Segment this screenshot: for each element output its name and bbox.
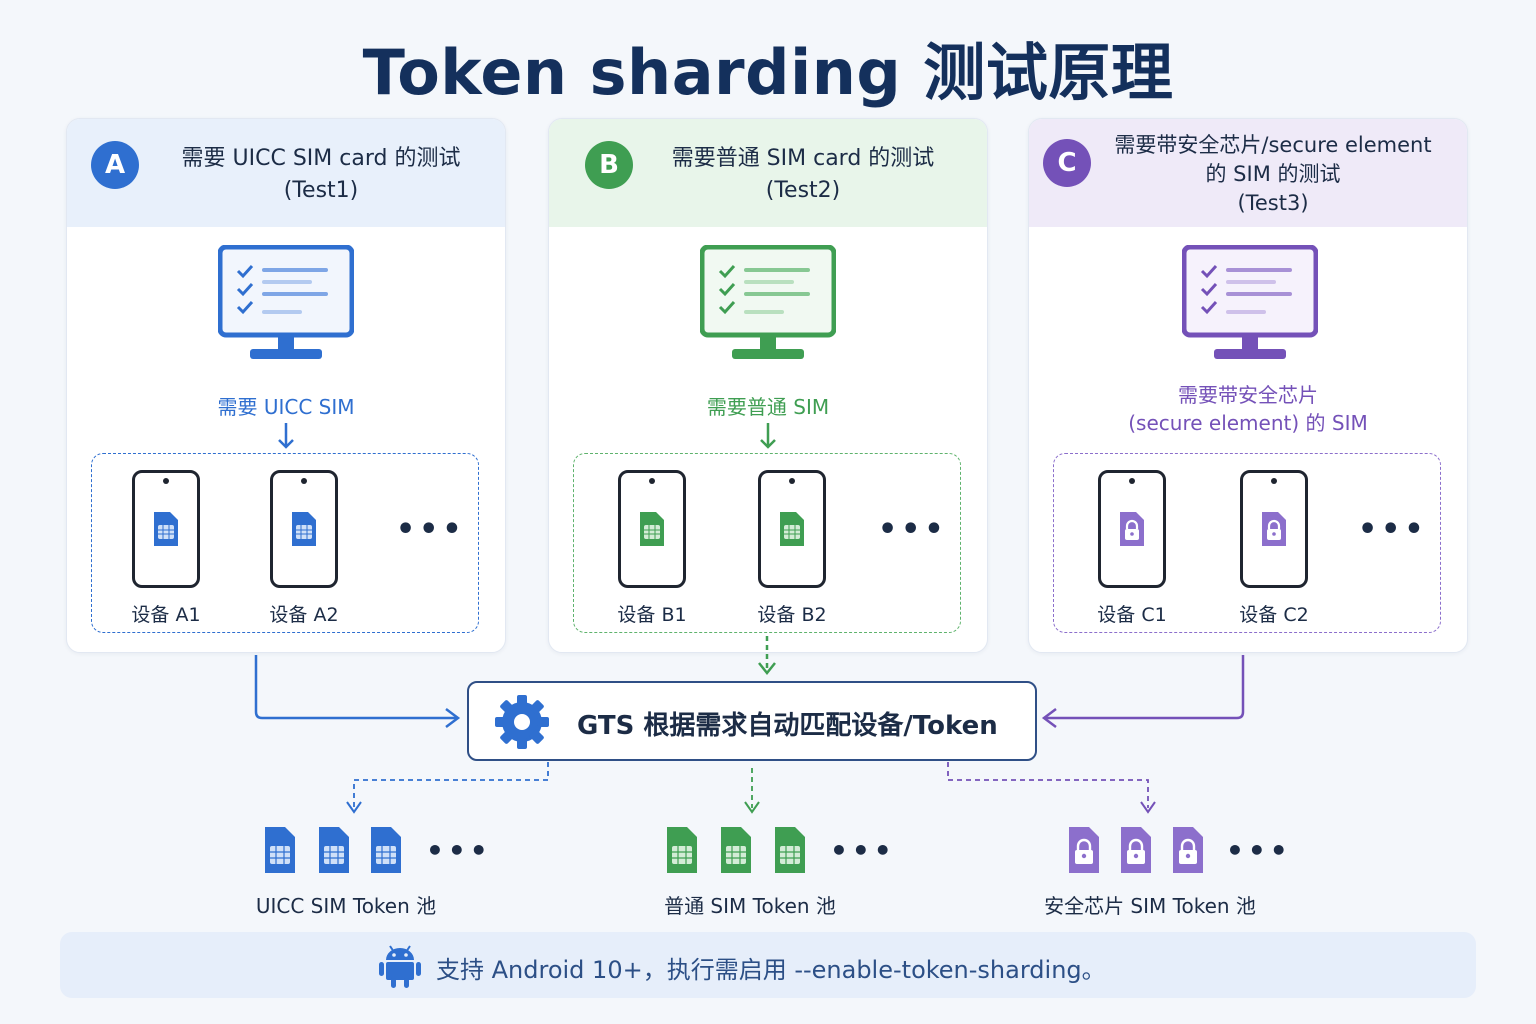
card-header: B 需要普通 SIM card 的测试 (Test2)	[549, 119, 987, 227]
arrow-down-icon	[346, 801, 362, 814]
lock-sim-icon	[1121, 827, 1151, 873]
arrow-down-icon	[744, 801, 760, 814]
token-pool-uicc: •••	[262, 824, 488, 880]
sim-card-icon	[667, 827, 697, 873]
phone-icon	[618, 470, 686, 588]
badge-c: C	[1043, 139, 1091, 187]
more-ellipsis: •••	[1358, 512, 1428, 547]
device-label: 设备 C1	[1097, 604, 1167, 626]
sim-card-icon	[319, 827, 349, 873]
arrow-down-icon	[758, 662, 776, 676]
card-heading-line2: 的 SIM 的测试	[1205, 162, 1341, 186]
card-header: A 需要 UICC SIM card 的测试 (Test1)	[67, 119, 505, 227]
gear-icon	[495, 695, 549, 749]
note-text: 支持 Android 10+，执行需启用 --enable-token-shar…	[436, 956, 1106, 984]
device-label: 设备 A2	[269, 604, 339, 626]
card-header: C 需要带安全芯片/secure element 的 SIM 的测试 (Test…	[1029, 119, 1467, 227]
page-title: Token sharding 测试原理	[362, 36, 1174, 109]
sim-card-icon	[721, 827, 751, 873]
gts-matcher-box: GTS 根据需求自动匹配设备/Token	[467, 681, 1037, 761]
requirement-label: 需要带安全芯片 (secure element) 的 SIM	[1029, 381, 1467, 437]
lock-sim-icon	[1120, 512, 1144, 546]
monitor-checklist-icon	[700, 245, 836, 359]
requirement-line1: 需要带安全芯片	[1178, 383, 1318, 407]
more-ellipsis: •••	[830, 834, 896, 867]
device-label: 设备 B1	[617, 604, 687, 626]
token-pool-label: 普通 SIM Token 池	[664, 894, 836, 918]
device-pool: 设备 A1 设备 A2 •••	[91, 453, 479, 633]
arrow-down-icon	[278, 423, 294, 449]
connector-uicc-pool	[353, 762, 549, 808]
arrow-left-icon	[1041, 708, 1057, 728]
card-heading-line1: 需要普通 SIM card 的测试	[671, 146, 935, 171]
device-pool: 设备 B1 设备 B2 •••	[573, 453, 961, 633]
more-ellipsis: •••	[396, 512, 466, 547]
card-heading-line3: (Test3)	[1237, 191, 1309, 215]
requirement-line1: 需要 UICC SIM	[217, 395, 355, 419]
device-pool: 设备 C1 设备 C2 •••	[1053, 453, 1441, 633]
gts-label: GTS 根据需求自动匹配设备/Token	[577, 711, 998, 741]
arrow-down-icon	[760, 423, 776, 449]
card-heading-line1: 需要带安全芯片/secure element	[1114, 133, 1432, 157]
connector-secure-pool	[947, 762, 1149, 808]
card-heading: 需要带安全芯片/secure element 的 SIM 的测试 (Test3)	[1091, 131, 1455, 218]
sim-card-icon	[292, 512, 316, 546]
device-label: 设备 A1	[131, 604, 201, 626]
more-ellipsis: •••	[426, 834, 492, 867]
sim-card-icon	[265, 827, 295, 873]
card-heading-line2: (Test2)	[765, 178, 841, 203]
sim-card-icon	[775, 827, 805, 873]
requirement-label: 需要 UICC SIM	[67, 393, 505, 421]
phone-icon	[1240, 470, 1308, 588]
android-icon	[379, 945, 421, 988]
sim-card-icon	[640, 512, 664, 546]
token-pool-label: 安全芯片 SIM Token 池	[1044, 894, 1256, 918]
requirement-line2: (secure element) 的 SIM	[1128, 411, 1368, 435]
device-label: 设备 B2	[757, 604, 827, 626]
lock-sim-icon	[1173, 827, 1203, 873]
card-test2: B 需要普通 SIM card 的测试 (Test2) 需要普通 SIM	[548, 118, 988, 653]
sim-card-icon	[371, 827, 401, 873]
device-label: 设备 C2	[1239, 604, 1309, 626]
card-test3: C 需要带安全芯片/secure element 的 SIM 的测试 (Test…	[1028, 118, 1468, 653]
card-test1: A 需要 UICC SIM card 的测试 (Test1) 需要 UICC S…	[66, 118, 506, 653]
requirement-line1: 需要普通 SIM	[706, 395, 830, 419]
requirement-note: 支持 Android 10+，执行需启用 --enable-token-shar…	[60, 932, 1476, 998]
token-pool-normal: •••	[664, 824, 892, 880]
badge-a: A	[91, 141, 139, 189]
more-ellipsis: •••	[1226, 834, 1292, 867]
card-heading-line1: 需要 UICC SIM card 的测试	[181, 146, 461, 171]
sim-card-icon	[780, 512, 804, 546]
phone-icon	[132, 470, 200, 588]
token-pool-label: UICC SIM Token 池	[255, 894, 437, 918]
phone-icon	[270, 470, 338, 588]
monitor-checklist-icon	[218, 245, 354, 359]
phone-icon	[1098, 470, 1166, 588]
more-ellipsis: •••	[878, 512, 948, 547]
arrow-down-icon	[1140, 801, 1156, 814]
requirement-label: 需要普通 SIM	[549, 393, 987, 421]
connector-a	[254, 655, 456, 720]
lock-sim-icon	[1069, 827, 1099, 873]
phone-icon	[758, 470, 826, 588]
monitor-checklist-icon	[1182, 245, 1318, 359]
card-heading: 需要 UICC SIM card 的测试 (Test1)	[149, 143, 493, 207]
connector-c	[1046, 655, 1245, 720]
sim-card-icon	[154, 512, 178, 546]
token-pool-secure: •••	[1066, 824, 1288, 880]
card-heading-line2: (Test1)	[283, 178, 359, 203]
badge-b: B	[585, 141, 633, 189]
card-heading: 需要普通 SIM card 的测试 (Test2)	[631, 143, 975, 207]
arrow-right-icon	[445, 708, 461, 728]
lock-sim-icon	[1262, 512, 1286, 546]
